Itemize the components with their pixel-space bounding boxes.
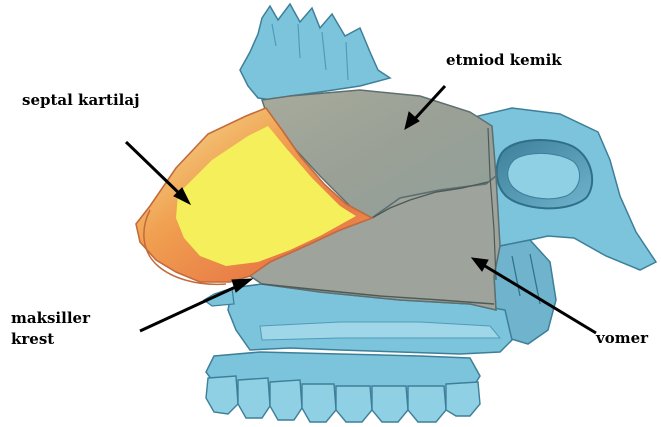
septal-cartilage-label: septal kartilaj [22,91,140,110]
maxillary-crest-label-line2: krest [11,330,54,349]
maxillary-crest-label-line1: maksiller [11,309,90,328]
arrow-maksiller [140,284,242,331]
vomer-label: vomer [596,329,648,348]
hard-palate [260,322,500,340]
nasal-bone [240,4,390,100]
ethmoid-bone-label: etmiod kemik [446,51,562,70]
